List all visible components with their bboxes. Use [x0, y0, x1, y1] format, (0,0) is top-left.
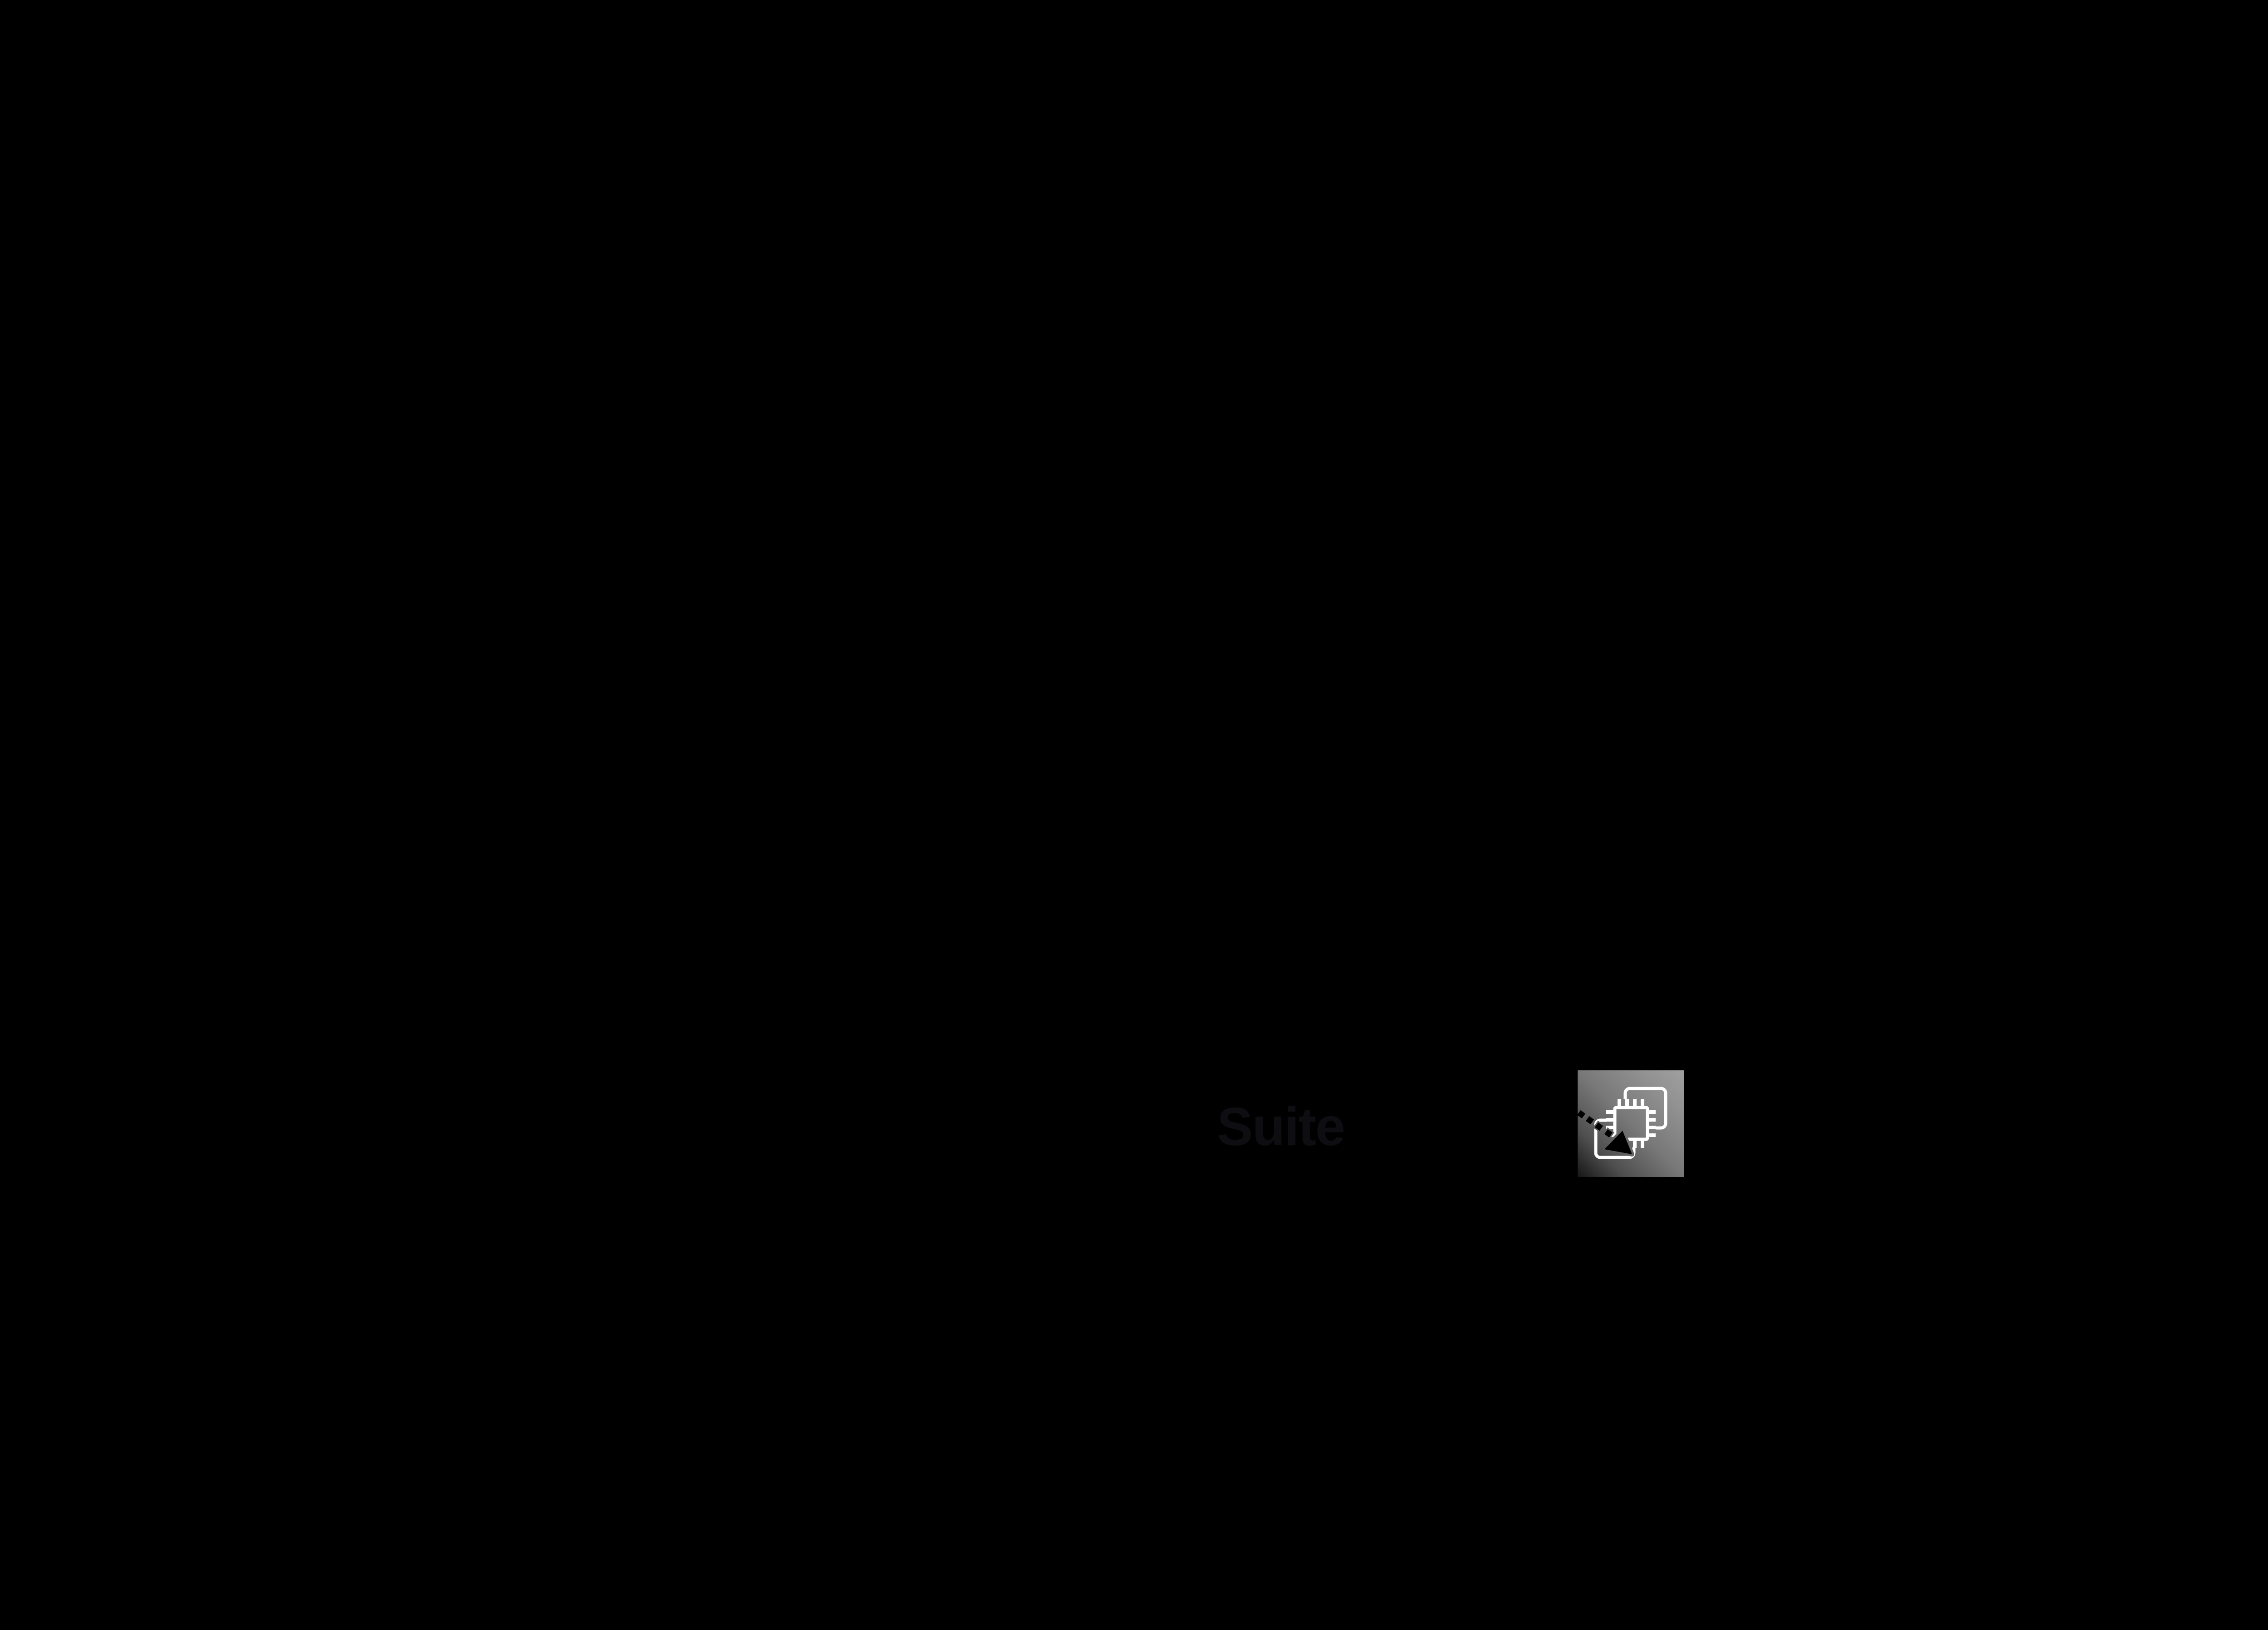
drag-dash-trail-icon: [1578, 1108, 1615, 1140]
left-suite-label: Suite: [1217, 1097, 1345, 1157]
suite-app-icon: [1578, 1070, 1684, 1177]
cursor-arrow-icon: [1602, 1128, 1634, 1157]
